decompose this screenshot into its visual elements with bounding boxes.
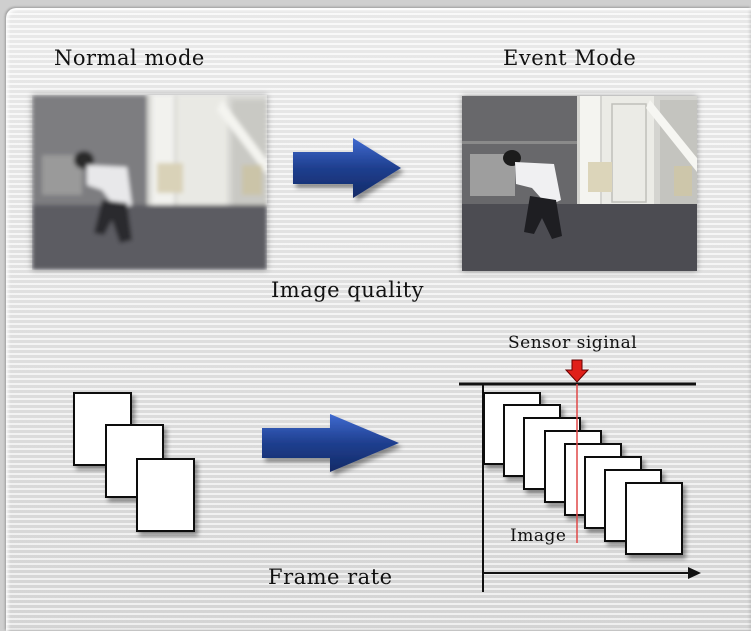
sharp-photo-icon [462,96,697,271]
blurry-photo-icon [32,95,267,270]
sensor-signal-label: Sensor siginal [508,333,638,353]
right-arrow-icon [262,414,399,472]
down-arrow-icon [564,359,590,383]
right-arrow-icon [293,138,401,198]
normal-frame-stack [73,392,195,532]
normal-mode-heading: Normal mode [54,46,205,70]
frame-rate-label: Frame rate [268,565,393,589]
image-quality-label: Image quality [271,278,424,302]
image-label: Image [510,526,567,546]
event-mode-heading: Event Mode [503,46,637,70]
time-axis-arrowhead [688,567,701,579]
event-frame-stack [483,392,683,555]
